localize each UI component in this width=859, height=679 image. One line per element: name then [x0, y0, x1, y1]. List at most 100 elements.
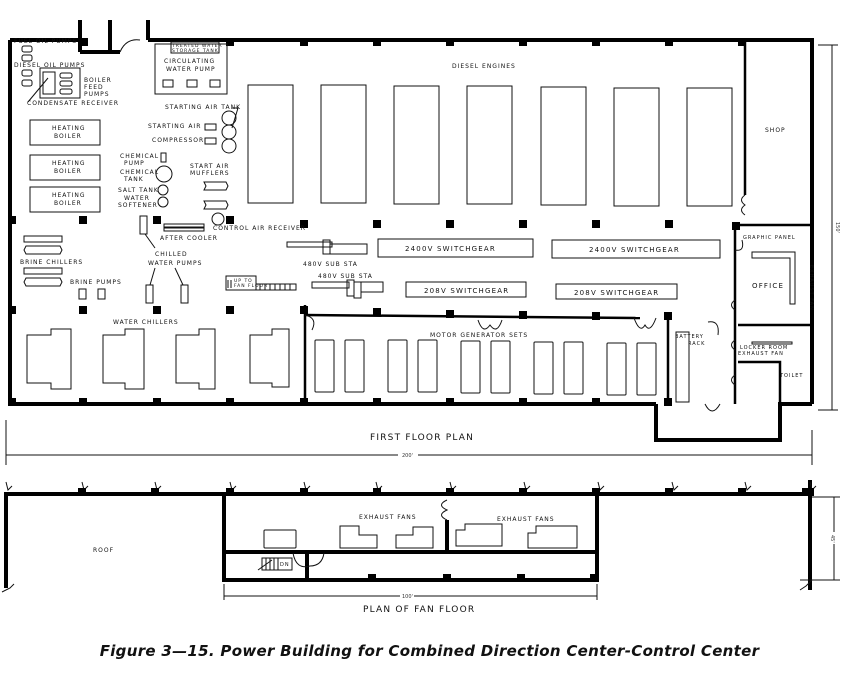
diesel-engine: [320, 84, 367, 204]
dimension-fan-floor-width: 100': [402, 594, 413, 600]
label-exhaust-fans: EXHAUST FANS: [359, 514, 417, 521]
label-dn: DN: [280, 562, 290, 568]
column: [8, 398, 16, 406]
label-water-chillers: WATER CHILLERS: [113, 319, 179, 326]
column: [79, 306, 87, 314]
column: [226, 216, 234, 224]
label-storage-tank: TREATED WATER: [171, 43, 223, 49]
fuel-oil-pump: [21, 54, 33, 62]
substation: [286, 241, 333, 248]
boiler-room-equipment: FUEL OIL PUMPS DIESEL OIL PUMPS BOILER F…: [14, 38, 306, 249]
electrical-equipment: 480V SUB STA 480V SUB STA 2400V SWITCHGE…: [286, 238, 721, 300]
first-floor-plan-title: FIRST FLOOR PLAN: [370, 433, 474, 443]
air-muffler: [203, 200, 229, 210]
water-chiller: [175, 328, 216, 390]
label-boiler-feed-pumps: BOILER: [84, 77, 112, 84]
column: [373, 38, 381, 46]
label-brine-pumps: BRINE PUMPS: [70, 279, 122, 286]
column: [592, 398, 600, 406]
fan-floor: ROOF EXHAUST FANS EXHAUST FANS DN 100' 4…: [1, 480, 840, 615]
column: [373, 308, 381, 316]
water-chiller: [26, 328, 72, 390]
column: [300, 38, 308, 46]
air-compressor: [204, 137, 217, 145]
column: [79, 398, 87, 406]
column: [664, 312, 672, 320]
label-heating-boiler: HEATING: [52, 125, 86, 132]
salt-tank: [157, 184, 169, 196]
label-office: OFFICE: [752, 282, 784, 290]
label-heating-boiler: HEATING: [52, 160, 86, 167]
chiller-equipment: BRINE CHILLERS BRINE PUMPS CHILLED WATER…: [20, 235, 297, 390]
switchgear-208v: [405, 281, 527, 298]
circulating-pump: [162, 79, 174, 88]
label-chilled-water-pumps: CHILLED: [155, 251, 188, 258]
label-chilled-water-pumps: WATER PUMPS: [148, 260, 202, 267]
motor-generator-set: [417, 339, 438, 393]
column: [665, 220, 673, 228]
column: [592, 38, 600, 46]
first-floor-walls: [8, 20, 814, 442]
label-locker-room: EXHAUST FAN: [738, 351, 784, 357]
column: [153, 216, 161, 224]
water-chiller: [249, 328, 290, 388]
column: [732, 222, 740, 230]
motor-generator-set: [344, 339, 365, 393]
column: [738, 38, 746, 46]
dimension-overall-depth: 150': [834, 222, 840, 233]
label-starting-air-tank: STARTING AIR TANK: [165, 104, 241, 111]
label-circulating-pump: CIRCULATING: [164, 58, 215, 65]
label-control-air-receiver: CONTROL AIR RECEIVER: [213, 225, 306, 232]
diesel-engine: [393, 85, 440, 205]
first-floor-dimensions: 150' 200' FIRST FLOOR PLAN: [5, 44, 843, 465]
brine-chiller: [23, 235, 63, 243]
motor-generator-set: [606, 342, 627, 396]
figure-caption: Figure 3—15. Power Building for Combined…: [99, 642, 760, 660]
column: [153, 306, 161, 314]
label-heating-boiler: HEATING: [52, 192, 86, 199]
diesel-oil-pump: [21, 79, 33, 87]
diesel-engine: [613, 87, 660, 207]
air-muffler: [203, 181, 229, 191]
column: [592, 312, 600, 320]
switchgear-2400v: [377, 238, 534, 258]
column: [519, 38, 527, 46]
boiler-feed-pump: [59, 88, 73, 95]
air-compressor: [204, 123, 217, 131]
label-battery-rack: BATTERY: [675, 334, 704, 340]
label-diesel-engines: DIESEL ENGINES: [452, 63, 516, 70]
stair-up-to-fan-floor: [225, 275, 257, 291]
label-chemical-pump: PUMP: [124, 160, 145, 167]
heating-boiler: [29, 119, 101, 146]
label-480v-sub-sta: 480V SUB STA: [303, 261, 358, 268]
heating-boiler: [29, 186, 101, 213]
office-area: GRAPHIC PANEL OFFICE EXHAUST FAN BATTERY…: [675, 235, 814, 403]
label-water-softener: WATER: [124, 195, 150, 202]
label-fuel-oil-pumps: FUEL OIL PUMPS: [14, 38, 77, 45]
column: [446, 398, 454, 406]
circulating-pump-enclosure: [154, 43, 228, 95]
label-up-to-fan-floor: UP TO: [234, 278, 253, 284]
exhaust-fan: [455, 523, 503, 547]
label-heating-boiler: BOILER: [54, 168, 82, 175]
label-chemical-pump: CHEMICAL: [120, 153, 159, 160]
motor-generator-set: [314, 339, 335, 393]
circulating-pump: [186, 79, 198, 88]
label-toilet: TOILET: [779, 373, 803, 379]
dimension-fan-floor-depth: 45': [829, 535, 835, 543]
chemical-tank: [155, 165, 173, 183]
fuel-oil-pump: [21, 45, 33, 53]
label-starting-air: STARTING AIR: [148, 123, 201, 130]
exhaust-fan: [395, 526, 434, 549]
substation: [353, 281, 362, 299]
substation: [329, 243, 368, 255]
column: [446, 220, 454, 228]
battery-rack: [675, 331, 690, 403]
after-cooler: [163, 223, 205, 228]
diesel-engine: [466, 85, 513, 205]
motor-generator-set: [460, 340, 481, 394]
stair-run: [255, 283, 297, 291]
label-after-cooler: AFTER COOLER: [160, 235, 218, 242]
label-up-to-fan-floor: FAN FLOOR: [234, 283, 268, 289]
column: [665, 38, 673, 46]
